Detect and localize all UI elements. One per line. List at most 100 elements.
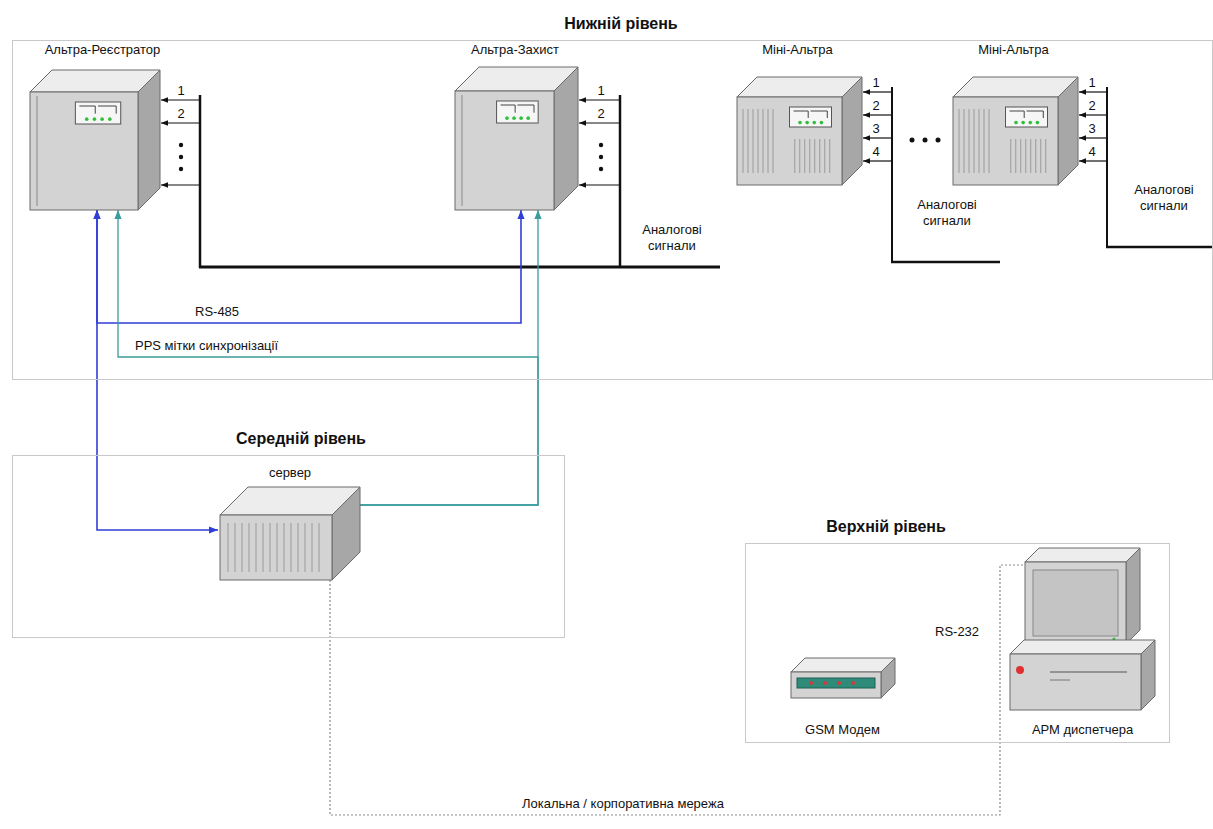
modem-led [809,681,813,685]
signal-label: RS-232 [935,624,979,640]
box-front [30,92,138,210]
status-led [820,121,824,125]
status-led [100,117,104,121]
status-led [812,121,816,125]
status-led [93,117,97,121]
box-front [1025,562,1126,644]
status-led [1028,121,1032,125]
box-top [953,77,1078,97]
vent-line [964,109,965,173]
vent-line [979,109,980,173]
connector-label: RS-485 [193,304,241,320]
box-front [791,672,881,698]
box-front [455,91,554,210]
status-led [1036,121,1040,125]
device-node: Міні-Альтра [944,42,1083,185]
status-led [512,116,516,120]
device-label: Міні-Альтра [944,42,1083,58]
status-led [1014,121,1018,125]
vent-line [984,109,985,173]
modem-led [851,681,855,685]
vent-line [824,139,825,173]
device-node: АРМ диспетчера [1008,548,1157,738]
signal-connector [118,210,538,505]
vent-line [743,109,744,173]
box-side [842,77,862,185]
vent-line [794,139,795,173]
level-region: Середній рівеньсервер [12,455,565,638]
vent-line [763,109,764,173]
input-number: 1 [596,83,606,99]
input-number: 1 [1087,75,1097,91]
status-led [1021,121,1025,125]
vent-line [1025,139,1026,173]
display-panel [1006,107,1048,127]
level-title: Нижній рівень [564,14,677,34]
device-label: GSM Модем [783,722,902,738]
box-side [1058,77,1078,185]
input-number: 2 [871,98,881,114]
vent-line [298,523,299,572]
box-side [881,658,895,698]
display-panel [497,101,539,123]
status-led [526,116,530,120]
network-link [330,565,1023,815]
status-led [108,117,112,121]
input-number: 3 [1087,121,1097,137]
power-led [1016,666,1024,674]
box-side [138,70,160,210]
modem-led [823,681,827,685]
device-node: Міні-Альтра [728,42,867,185]
vent-line [804,139,805,173]
vent-line [809,139,810,173]
signal-label: Аналогові сигнали [903,197,991,229]
device-node: сервер [213,465,367,580]
display-panel [75,102,120,124]
panel-lines [794,111,828,118]
signal-connector [97,210,521,323]
box-top [737,77,862,97]
vent-line [814,139,815,173]
box-front [953,97,1058,185]
vent-line [235,523,236,572]
box-top [791,658,895,672]
device-illustration [785,650,900,718]
device-illustration [220,487,360,580]
input-number: 4 [871,144,881,160]
vent-line [242,523,243,572]
device-illustration [455,67,578,210]
vent-line [312,523,313,572]
box-front [1010,654,1141,710]
vent-line [249,523,250,572]
vent-line [758,109,759,173]
level-title: Верхній рівень [826,517,946,537]
status-led [798,121,802,125]
input-number: 1 [871,75,881,91]
vent-line [263,523,264,572]
vent-line [1045,139,1046,173]
connector-label: Локальна / корпоративна мережа [520,796,726,812]
device-label: Альтра-Реєстратор [13,42,192,58]
box-side [554,67,578,210]
panel-lines [501,105,534,113]
vent-line [1040,139,1041,173]
device-label: сервер [213,465,367,481]
vent-line [228,523,229,572]
box-top [30,70,160,92]
vent-line [773,109,774,173]
box-side [1141,640,1155,710]
status-led [805,121,809,125]
vent-line [270,523,271,572]
input-number: 1 [176,83,186,99]
device-label: Міні-Альтра [728,42,867,58]
input-number: 4 [1087,144,1097,160]
door-line [462,95,463,206]
vent-line [989,109,990,173]
vent-line [969,109,970,173]
device-label: Альтра-Захист [438,42,592,58]
device-illustration [1010,548,1155,718]
box-side [332,487,360,580]
vent-line [819,139,820,173]
device-illustration [30,70,160,210]
